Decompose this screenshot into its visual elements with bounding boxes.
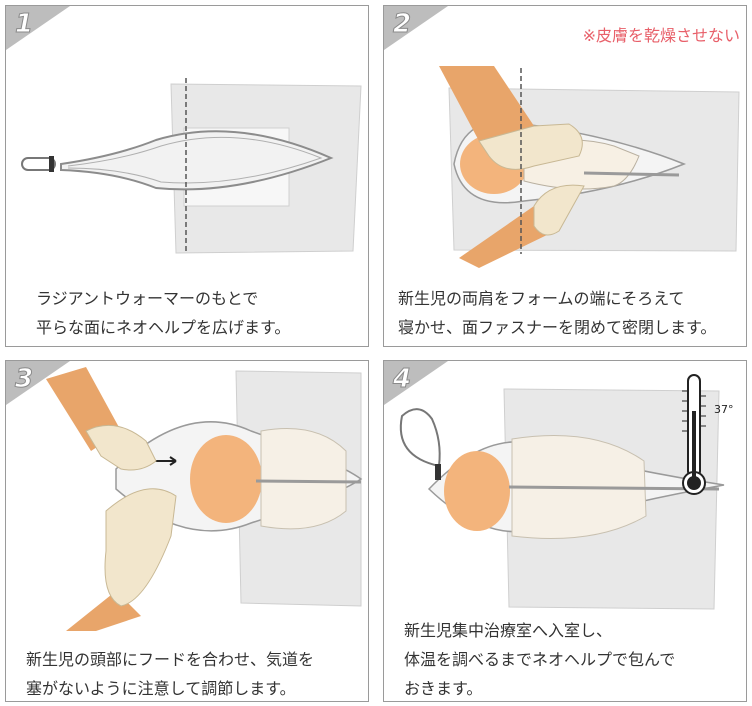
- step-1-caption: ラジアントウォーマーのもとで 平らな面にネオヘルプを広げます。: [36, 289, 291, 337]
- thermometer-icon: [682, 374, 706, 495]
- step-number: 4: [392, 364, 412, 395]
- temperature-label: 37°: [714, 403, 734, 416]
- step-number-badge: [6, 6, 70, 50]
- step-3-panel: 3 新生児の頭部にフードを合わせ、気道を 塞がないように注意して調節します。: [5, 360, 369, 702]
- step-1-panel: 1 ラジアントウォーマーのもとで 平らな面にネオヘルプを広げます。: [5, 5, 369, 347]
- step-number-badge: [6, 361, 70, 405]
- step-number: 2: [392, 9, 412, 40]
- step-2-caption: 新生児の両肩をフォームの端にそろえて 寝かせ、面ファスナーを閉めて密閉します。: [398, 289, 717, 337]
- wrapped-baby-illustration: [399, 388, 725, 610]
- step-number: 3: [14, 364, 34, 395]
- placing-baby-illustration: [439, 66, 740, 268]
- step-4-caption: 新生児集中治療室へ入室し、 体温を調べるまでネオヘルプで包んで おきます。: [404, 621, 676, 698]
- step-number-badge: [384, 361, 448, 405]
- step-4-panel: 4 37° 新生児集中治療室へ入室し、 体温を調べるまでネオヘルプで包んで おき…: [383, 360, 747, 702]
- step-3-caption: 新生児の頭部にフードを合わせ、気道を 塞がないように注意して調節します。: [26, 650, 315, 698]
- step-2-panel: 2 ※皮膚を乾燥させない 新生児の両肩をフォームの端にそろえて 寝かせ、面ファス…: [383, 5, 747, 347]
- spread-bag-illustration: [21, 78, 362, 254]
- warning-note: ※皮膚を乾燥させない: [582, 26, 740, 45]
- step-number-badge: [384, 6, 448, 50]
- adjusting-hood-illustration: [46, 367, 363, 631]
- step-number: 1: [14, 9, 34, 40]
